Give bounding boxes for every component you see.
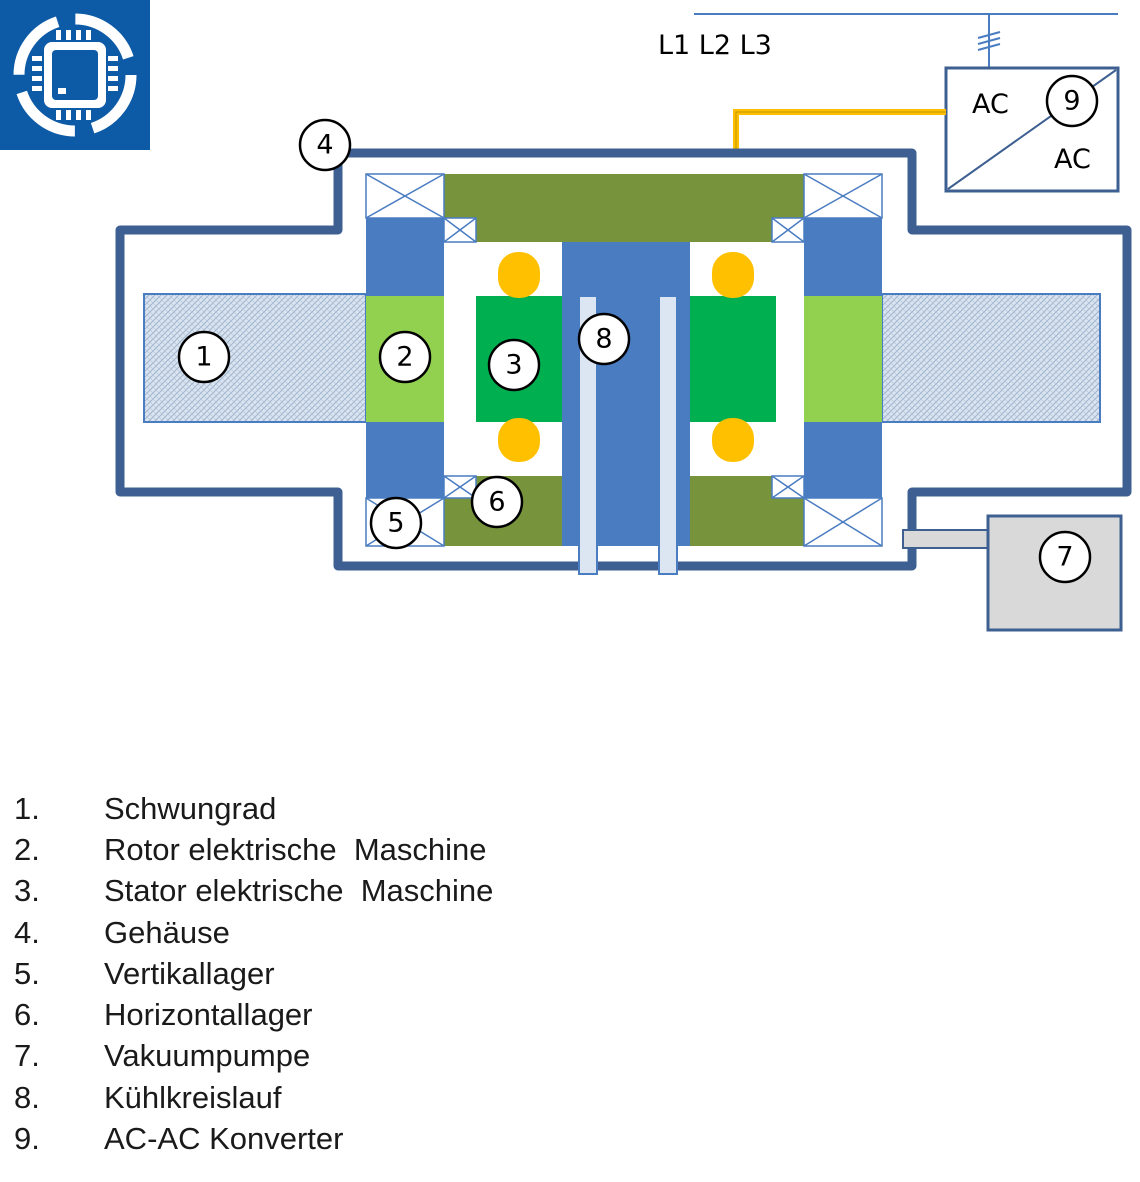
rotor-block-left-bottom — [366, 422, 444, 498]
svg-text:3: 3 — [505, 350, 522, 381]
legend-label: Kühlkreislauf — [104, 1079, 282, 1115]
cooling-tube-right — [658, 295, 678, 575]
svg-text:6: 6 — [488, 487, 505, 518]
legend-number: 3. — [14, 873, 40, 909]
svg-text:8: 8 — [595, 324, 612, 355]
legend-item: 9. AC-AC Konverter — [14, 1118, 493, 1159]
rotor-block-right-top — [804, 218, 882, 296]
legend-label: Vertikallager — [104, 955, 275, 991]
legend-number: 2. — [14, 831, 40, 867]
legend-item: 8. Kühlkreislauf — [14, 1077, 493, 1118]
coil-head-left-bottom — [498, 418, 540, 462]
flywheel-left — [143, 293, 367, 423]
coil-head-right-top — [712, 252, 754, 298]
rotor-block-left-top — [366, 218, 444, 296]
legend-number: 4. — [14, 914, 40, 950]
coil-head-right-bottom — [712, 418, 754, 462]
legend-number: 6. — [14, 997, 40, 1033]
legend-label: Schwungrad — [104, 790, 277, 826]
legend-label: Rotor elektrische Maschine — [104, 831, 487, 867]
legend-label: Horizontallager — [104, 997, 313, 1033]
horizontal-bearing-bottom-left — [443, 475, 477, 499]
marker-7: 7 — [1038, 530, 1092, 584]
legend-label: Stator elektrische Maschine — [104, 873, 494, 909]
three-phase-symbol — [977, 31, 1001, 51]
svg-text:5: 5 — [387, 508, 404, 539]
legend-item: 7. Vakuumpumpe — [14, 1036, 493, 1077]
stator-right — [690, 296, 776, 422]
flywheel-right — [881, 293, 1101, 423]
marker-1: 1 — [177, 330, 231, 384]
chip-logo-icon — [0, 0, 150, 150]
rotor-right — [804, 296, 882, 422]
coil-head-left-top — [498, 252, 540, 298]
legend: 1. Schwungrad 2. Rotor elektrische Maschine… — [14, 788, 493, 1160]
vertical-bearing-top-right — [803, 173, 883, 219]
svg-text:2: 2 — [396, 342, 413, 373]
legend-number: 9. — [14, 1121, 40, 1157]
marker-5: 5 — [369, 496, 423, 550]
legend-item: 2. Rotor elektrische Maschine — [14, 829, 493, 870]
phase-labels: L1 L2 L3 — [658, 30, 772, 61]
horizontal-bearing-top-left — [443, 217, 477, 243]
legend-number: 7. — [14, 1038, 40, 1074]
upper-bearing-support — [444, 174, 804, 242]
legend-number: 5. — [14, 955, 40, 991]
marker-3: 3 — [487, 338, 541, 392]
svg-text:1: 1 — [195, 342, 212, 373]
marker-4: 4 — [298, 118, 352, 172]
lower-bearing-support-right — [690, 476, 804, 546]
marker-2: 2 — [378, 330, 432, 384]
vertical-bearing-bottom-right — [803, 497, 883, 547]
horizontal-bearing-bottom-right — [771, 475, 805, 499]
legend-item: 4. Gehäuse — [14, 912, 493, 953]
legend-number: 8. — [14, 1079, 40, 1115]
legend-item: 3. Stator elektrische Maschine — [14, 871, 493, 912]
legend-item: 5. Vertikallager — [14, 953, 493, 994]
converter-output-label: AC — [1054, 144, 1091, 175]
legend-item: 6. Horizontallager — [14, 994, 493, 1035]
cooling-tube-left — [578, 295, 598, 575]
legend-item: 1. Schwungrad — [14, 788, 493, 829]
marker-9: 9 — [1045, 74, 1099, 128]
converter-input-label: AC — [972, 89, 1009, 120]
legend-label: AC-AC Konverter — [104, 1121, 344, 1157]
vacuum-pipe — [902, 529, 990, 549]
logo — [0, 0, 150, 150]
marker-8: 8 — [577, 312, 631, 366]
horizontal-bearing-top-right — [771, 217, 805, 243]
svg-text:9: 9 — [1063, 86, 1080, 117]
svg-text:4: 4 — [316, 130, 333, 161]
legend-number: 1. — [14, 790, 40, 826]
svg-text:7: 7 — [1056, 542, 1073, 573]
rotor-block-right-bottom — [804, 422, 882, 498]
legend-label: Gehäuse — [104, 914, 230, 950]
vertical-bearing-top-left — [365, 173, 445, 219]
legend-label: Vakuumpumpe — [104, 1038, 311, 1074]
marker-6: 6 — [470, 475, 524, 529]
flywheel-diagram: L1 L2 L3 AC AC — [115, 13, 1132, 632]
